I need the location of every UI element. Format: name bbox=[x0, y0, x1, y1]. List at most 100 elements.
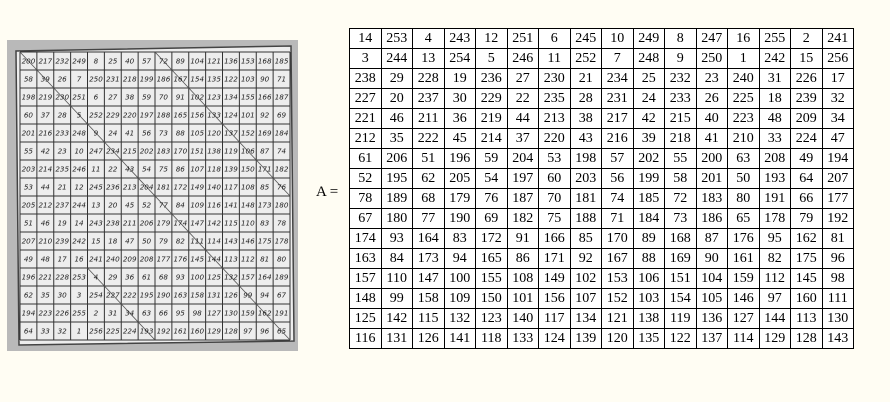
matrix-cell: 76 bbox=[475, 188, 508, 209]
matrix-cell: 112 bbox=[758, 268, 791, 289]
matrix-cell: 158 bbox=[412, 288, 445, 309]
matrix-cell: 113 bbox=[790, 308, 823, 329]
matrix-cell: 170 bbox=[601, 228, 634, 249]
matrix-cell: 191 bbox=[758, 188, 791, 209]
handwritten-number: 52 bbox=[142, 201, 152, 210]
matrix-cell: 195 bbox=[380, 168, 413, 189]
matrix-cell: 194 bbox=[821, 148, 854, 169]
handwritten-number: 72 bbox=[159, 57, 169, 66]
handwritten-number: 76 bbox=[277, 183, 287, 192]
handwritten-number: 114 bbox=[207, 237, 221, 246]
handwritten-number: 150 bbox=[241, 165, 255, 174]
matrix-cell: 41 bbox=[695, 128, 728, 149]
handwritten-number: 108 bbox=[241, 183, 255, 192]
handwritten-number: 215 bbox=[123, 147, 137, 156]
matrix-cell: 48 bbox=[758, 108, 791, 129]
handwritten-number: 98 bbox=[193, 309, 203, 318]
matrix-cell: 126 bbox=[412, 328, 445, 349]
matrix-cell: 246 bbox=[506, 48, 539, 69]
matrix-cell: 235 bbox=[538, 88, 571, 109]
handwritten-number: 142 bbox=[207, 219, 221, 228]
matrix-cell: 149 bbox=[538, 268, 571, 289]
handwritten-number: 200 bbox=[22, 57, 36, 66]
handwritten-number: 96 bbox=[260, 327, 270, 336]
handwritten-number: 165 bbox=[173, 111, 187, 120]
handwritten-number: 155 bbox=[241, 93, 255, 102]
matrix-cell: 38 bbox=[569, 108, 602, 129]
matrix-cell: 108 bbox=[506, 268, 539, 289]
handwritten-number: 80 bbox=[277, 255, 287, 264]
matrix-cell: 174 bbox=[349, 228, 382, 249]
matrix-cell: 33 bbox=[758, 128, 791, 149]
handwritten-number: 249 bbox=[72, 57, 86, 66]
handwritten-number: 152 bbox=[241, 129, 255, 138]
handwritten-number: 75 bbox=[159, 165, 169, 174]
handwritten-number: 146 bbox=[241, 237, 255, 246]
matrix-cell: 115 bbox=[412, 308, 445, 329]
matrix-cell: 18 bbox=[758, 88, 791, 109]
matrix-cell: 253 bbox=[380, 28, 413, 49]
handwritten-number: 30 bbox=[58, 291, 68, 300]
matrix-cell: 17 bbox=[821, 68, 854, 89]
handwritten-number: 163 bbox=[173, 291, 187, 300]
handwritten-number: 238 bbox=[106, 219, 120, 228]
handwritten-number: 220 bbox=[123, 111, 137, 120]
matrix-cell: 240 bbox=[727, 68, 760, 89]
matrix-cell: 256 bbox=[821, 48, 854, 69]
handwritten-number: 7 bbox=[77, 75, 82, 84]
handwritten-number: 118 bbox=[207, 165, 221, 174]
handwritten-number: 53 bbox=[24, 183, 34, 192]
matrix-cell: 204 bbox=[506, 148, 539, 169]
handwritten-number: 253 bbox=[72, 273, 86, 282]
matrix-cell: 80 bbox=[727, 188, 760, 209]
matrix-cell: 10 bbox=[601, 28, 634, 49]
matrix-cell: 78 bbox=[349, 188, 382, 209]
matrix-cell: 152 bbox=[601, 288, 634, 309]
handwritten-number: 33 bbox=[41, 327, 51, 336]
handwritten-number: 122 bbox=[224, 75, 238, 84]
handwritten-number: 94 bbox=[260, 291, 270, 300]
matrix-cell: 110 bbox=[380, 268, 413, 289]
matrix-cell: 104 bbox=[695, 268, 728, 289]
matrix-cell: 205 bbox=[443, 168, 476, 189]
matrix-cell: 51 bbox=[412, 148, 445, 169]
handwritten-number: 136 bbox=[224, 57, 238, 66]
handwritten-number: 54 bbox=[142, 165, 152, 174]
handwritten-number: 214 bbox=[38, 165, 52, 174]
matrix-cell: 102 bbox=[569, 268, 602, 289]
matrix-cell: 77 bbox=[412, 208, 445, 229]
matrix-cell: 202 bbox=[632, 148, 665, 169]
handwritten-number: 147 bbox=[190, 219, 204, 228]
matrix-cell: 107 bbox=[569, 288, 602, 309]
handwritten-number: 245 bbox=[89, 183, 103, 192]
matrix-cell: 157 bbox=[349, 268, 382, 289]
matrix-cell: 57 bbox=[601, 148, 634, 169]
handwritten-number: 51 bbox=[24, 219, 33, 228]
matrix-cell: 56 bbox=[601, 168, 634, 189]
matrix-cell: 68 bbox=[412, 188, 445, 209]
matrix-cell: 11 bbox=[538, 48, 571, 69]
matrix-cell: 199 bbox=[632, 168, 665, 189]
matrix-cell: 214 bbox=[475, 128, 508, 149]
matrix-cell: 177 bbox=[821, 188, 854, 209]
matrix-cell: 178 bbox=[758, 208, 791, 229]
handwritten-number: 242 bbox=[72, 237, 86, 246]
handwritten-number: 248 bbox=[72, 129, 86, 138]
matrix-cell: 34 bbox=[821, 108, 854, 129]
handwritten-number: 44 bbox=[41, 183, 51, 192]
matrix-cell: 47 bbox=[821, 128, 854, 149]
handwritten-number: 233 bbox=[55, 129, 69, 138]
matrix-cell: 132 bbox=[443, 308, 476, 329]
matrix-cell: 251 bbox=[506, 28, 539, 49]
matrix-cell: 125 bbox=[349, 308, 382, 329]
matrix-cell: 183 bbox=[695, 188, 728, 209]
matrix-cell: 131 bbox=[380, 328, 413, 349]
handwritten-number: 177 bbox=[157, 255, 171, 264]
matrix-cell: 169 bbox=[664, 248, 697, 269]
handwritten-number: 32 bbox=[58, 327, 68, 336]
handwritten-number: 97 bbox=[243, 327, 253, 336]
handwritten-number: 48 bbox=[41, 255, 51, 264]
matrix-cell: 119 bbox=[664, 308, 697, 329]
